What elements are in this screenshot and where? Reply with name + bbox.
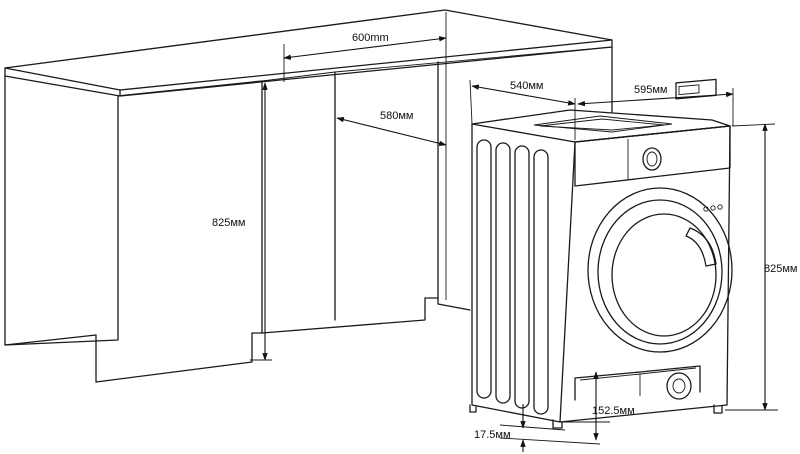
rear-foot — [469, 404, 477, 413]
machine-side-panel — [471, 123, 576, 423]
left-cabinet-side — [4, 75, 119, 346]
dim-niche-depth: 580мм — [336, 110, 447, 146]
dim-machine-height: 825мм — [725, 123, 797, 411]
dim-niche-height: 825мм — [212, 82, 272, 361]
dim-machine-width: 595мм — [577, 84, 734, 126]
door-ring — [597, 199, 723, 345]
front-foot-right — [713, 404, 723, 414]
dim-machine-depth-label: 540мм — [510, 80, 543, 92]
dim-foot-height-label: 17.5мм — [474, 429, 511, 441]
door-handle — [685, 227, 717, 267]
front-foot-left — [552, 419, 563, 429]
door-glass — [611, 213, 717, 337]
dim-machine-width-label: 595мм — [634, 84, 667, 96]
dim-door-offset: 152.5мм — [560, 371, 635, 441]
plinth — [95, 332, 253, 383]
dim-door-offset-label: 152.5мм — [592, 405, 635, 417]
dim-niche-width: 600mm — [283, 32, 447, 60]
drain-filter — [666, 372, 692, 400]
dim-foot-height: 17.5мм — [474, 404, 601, 452]
dim-niche-width-label: 600mm — [352, 32, 389, 44]
washing-machine — [469, 78, 733, 429]
machine-top — [471, 109, 731, 143]
door-outer-ring — [587, 187, 733, 353]
dim-niche-depth-label: 580мм — [380, 110, 413, 122]
niche-left-wall — [117, 80, 263, 334]
dim-machine-depth: 540мм — [469, 79, 576, 140]
program-dial — [642, 147, 662, 171]
side-ribs — [476, 139, 549, 415]
niche-floor — [261, 297, 471, 334]
control-panel — [574, 125, 731, 187]
dim-machine-height-label: 825мм — [764, 263, 797, 275]
dim-niche-height-label: 825мм — [212, 217, 245, 229]
detergent-tray-lid — [533, 115, 673, 133]
filter-cover — [574, 365, 701, 401]
cabinet — [4, 9, 613, 383]
